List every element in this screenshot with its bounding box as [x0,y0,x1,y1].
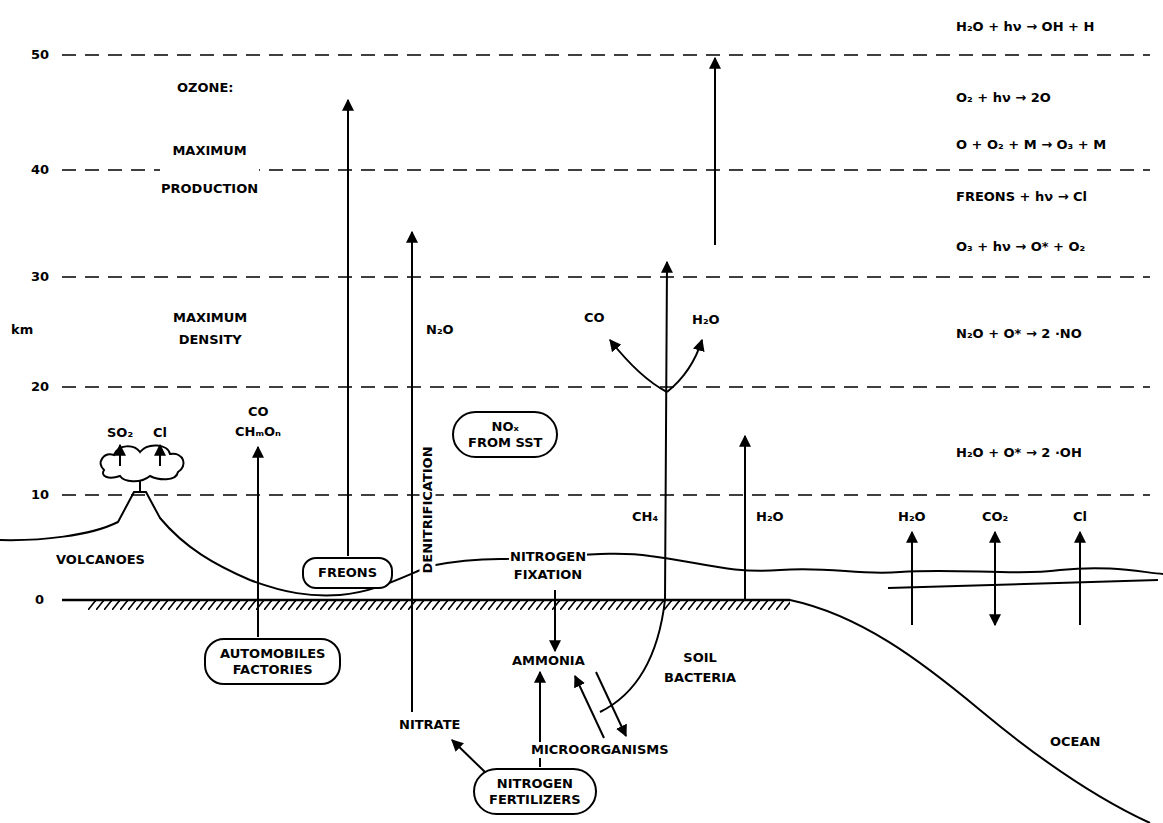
text-line: PRODUCTION [161,170,258,208]
altitude-gridlines [62,55,1150,495]
process-label: NITROGEN FIXATION [509,548,587,584]
ground-line [62,599,790,602]
axis-number: 0 [34,592,45,608]
reaction-equation: H₂O + O* → 2 ·OH [955,445,1083,461]
gas-label: CH₄ [631,509,659,525]
box-text: NOₓ FROM SST [468,419,542,450]
gas-label: CO [583,310,606,326]
text-line: FIXATION [510,566,586,584]
ocean-surface [888,580,1158,588]
gas-label: H₂O [691,312,721,328]
reaction-equation: O + O₂ + M → O₃ + M [955,137,1107,153]
text-line: AUTOMOBILES [220,646,325,662]
text-line: NITROGEN [489,776,581,792]
source-box: NITROGEN FERTILIZERS [473,768,597,815]
gas-label: Cl [152,425,168,441]
text-line: FACTORIES [220,662,325,678]
ground-hatch [88,601,790,610]
box-text: NITROGEN FERTILIZERS [489,776,581,807]
axis-number: 30 [30,269,50,285]
text-line: DENSITY [173,329,247,351]
gas-label: CHₘOₙ [234,424,282,440]
source-box: NOₓ FROM SST [452,411,558,458]
source-label: SOIL BACTERIA [663,648,737,688]
source-label: VOLCANOES [55,552,146,568]
gas-label: H₂O [897,509,927,525]
axis-unit: km [10,322,34,338]
axis-number: 50 [30,47,50,63]
gas-label: CO₂ [981,509,1009,525]
compound-label: NITRATE [398,717,461,733]
coastline [790,600,1150,823]
eruption-cloud [101,445,184,481]
axis-number: 20 [30,379,50,395]
gas-label: Cl [1072,509,1088,525]
text-line: SOIL [664,648,736,668]
box-text: AUTOMOBILES FACTORIES [220,646,325,677]
ozone-note: MAXIMUM PRODUCTION [160,132,259,208]
gas-label: SO₂ [106,425,134,441]
process-label: DENITRIFICATION [420,445,436,574]
source-label: MICROORGANISMS [530,742,670,758]
source-box: AUTOMOBILES FACTORIES [204,638,341,685]
reaction-equation: O₂ + hν → 2O [955,90,1052,106]
text-line: NOₓ [468,419,542,435]
text-line: MAXIMUM [173,307,247,329]
text-line: BACTERIA [664,668,736,688]
reaction-equation: N₂O + O* → 2 ·NO [955,326,1083,342]
gas-label: H₂O [755,509,785,525]
reaction-equation: H₂O + hν → OH + H [955,19,1095,35]
reaction-equation: FREONS + hν → Cl [955,189,1088,205]
text-line: MAXIMUM [161,132,258,170]
reaction-equation: O₃ + hν → O* + O₂ [955,239,1086,255]
text-line: FROM SST [468,435,542,451]
ozone-note: MAXIMUM DENSITY [172,307,248,351]
text-line: FERTILIZERS [489,792,581,808]
gas-label: N₂O [425,322,455,338]
flux-arrows [120,58,1080,772]
gas-label: CO [247,404,270,420]
terrain-profile [0,492,1163,595]
text-line: NITROGEN [510,548,586,566]
box-text: FREONS [318,565,377,581]
source-box: FREONS [302,557,393,589]
ozone-note: OZONE: [176,80,235,96]
axis-number: 40 [30,162,50,178]
compound-label: AMMONIA [511,653,586,669]
place-label: OCEAN [1049,734,1101,750]
axis-number: 10 [30,487,50,503]
